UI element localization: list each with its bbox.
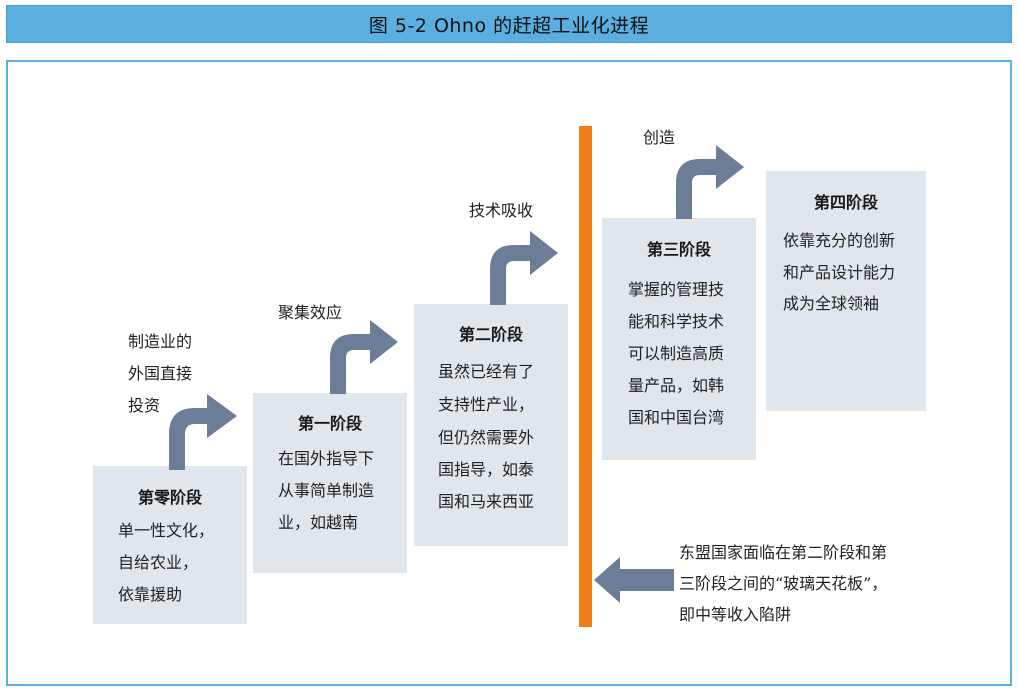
trap-note-line-1: 东盟国家面临在第二阶段和第 (679, 543, 888, 562)
stage-0-line-2: 自给农业， (118, 553, 199, 572)
stage-2-box: 第二阶段 虽然已经有了 支持性产业， 但仍然需要外 国指导，如泰 国和马来西亚 (414, 304, 568, 546)
transition-0-arrow (169, 394, 237, 470)
stage-0-line-3: 依靠援助 (118, 585, 183, 604)
stage-1-heading: 第一阶段 (297, 414, 362, 433)
stage-3-line-4: 量产品，如韩 (628, 376, 725, 395)
stage-4-line-2: 和产品设计能力 (783, 263, 896, 282)
stage-2-line-2: 支持性产业， (438, 395, 535, 414)
transition-0-line-3: 投资 (128, 396, 161, 415)
trap-note-line-2: 三阶段之间的“玻璃天花板”， (679, 574, 888, 593)
figure-title-bar: 图 5-2 Ohno 的赶超工业化进程 (6, 5, 1012, 43)
stage-0-box: 第零阶段 单一性文化， 自给农业， 依靠援助 (93, 466, 247, 624)
transition-1-arrow (330, 320, 398, 394)
transition-3-label: 创造 (643, 128, 676, 147)
stage-1-box: 第一阶段 在国外指导下 从事简单制造 业，如越南 (253, 393, 407, 573)
stage-0-line-1: 单一性文化， (118, 521, 215, 540)
transition-1-label: 聚集效应 (278, 303, 343, 322)
stage-2-heading: 第二阶段 (458, 325, 523, 344)
stage-1-line-1: 在国外指导下 (278, 449, 375, 468)
transition-2-label: 技术吸收 (469, 201, 534, 220)
stage-3-box: 第三阶段 掌握的管理技 能和科学技术 可以制造高质 量产品，如韩 国和中国台湾 (602, 218, 756, 460)
stage-3-line-5: 国和中国台湾 (628, 408, 725, 427)
stage-3-line-2: 能和科学技术 (628, 312, 725, 331)
stage-1-line-2: 从事简单制造 (278, 481, 375, 500)
stage-4-box: 第四阶段 依靠充分的创新 和产品设计能力 成为全球领袖 (766, 171, 926, 411)
transition-0-line-2: 外国直接 (128, 364, 193, 383)
stage-2-line-5: 国和马来西亚 (438, 492, 535, 511)
stage-2-line-3: 但仍然需要外 (438, 428, 535, 447)
figure-title: 图 5-2 Ohno 的赶超工业化进程 (368, 14, 650, 37)
stage-4-heading: 第四阶段 (813, 193, 878, 212)
trap-left-arrow (594, 557, 674, 603)
stage-4-line-1: 依靠充分的创新 (783, 231, 896, 250)
stage-2-line-1: 虽然已经有了 (438, 362, 535, 381)
stage-3-line-1: 掌握的管理技 (628, 280, 725, 299)
transition-0-line-1: 制造业的 (128, 332, 193, 351)
stage-3-heading: 第三阶段 (646, 240, 711, 259)
stage-3-line-3: 可以制造高质 (628, 344, 725, 363)
stage-2-line-4: 国指导，如泰 (438, 460, 535, 479)
glass-ceiling-divider (579, 126, 592, 627)
stage-0-heading: 第零阶段 (137, 488, 202, 507)
stage-1-line-3: 业，如越南 (278, 513, 359, 532)
stage-4-line-3: 成为全球领袖 (783, 294, 880, 313)
transition-2-arrow (490, 231, 558, 305)
trap-note-line-3: 即中等收入陷阱 (679, 605, 792, 624)
transition-3-arrow (676, 145, 744, 219)
